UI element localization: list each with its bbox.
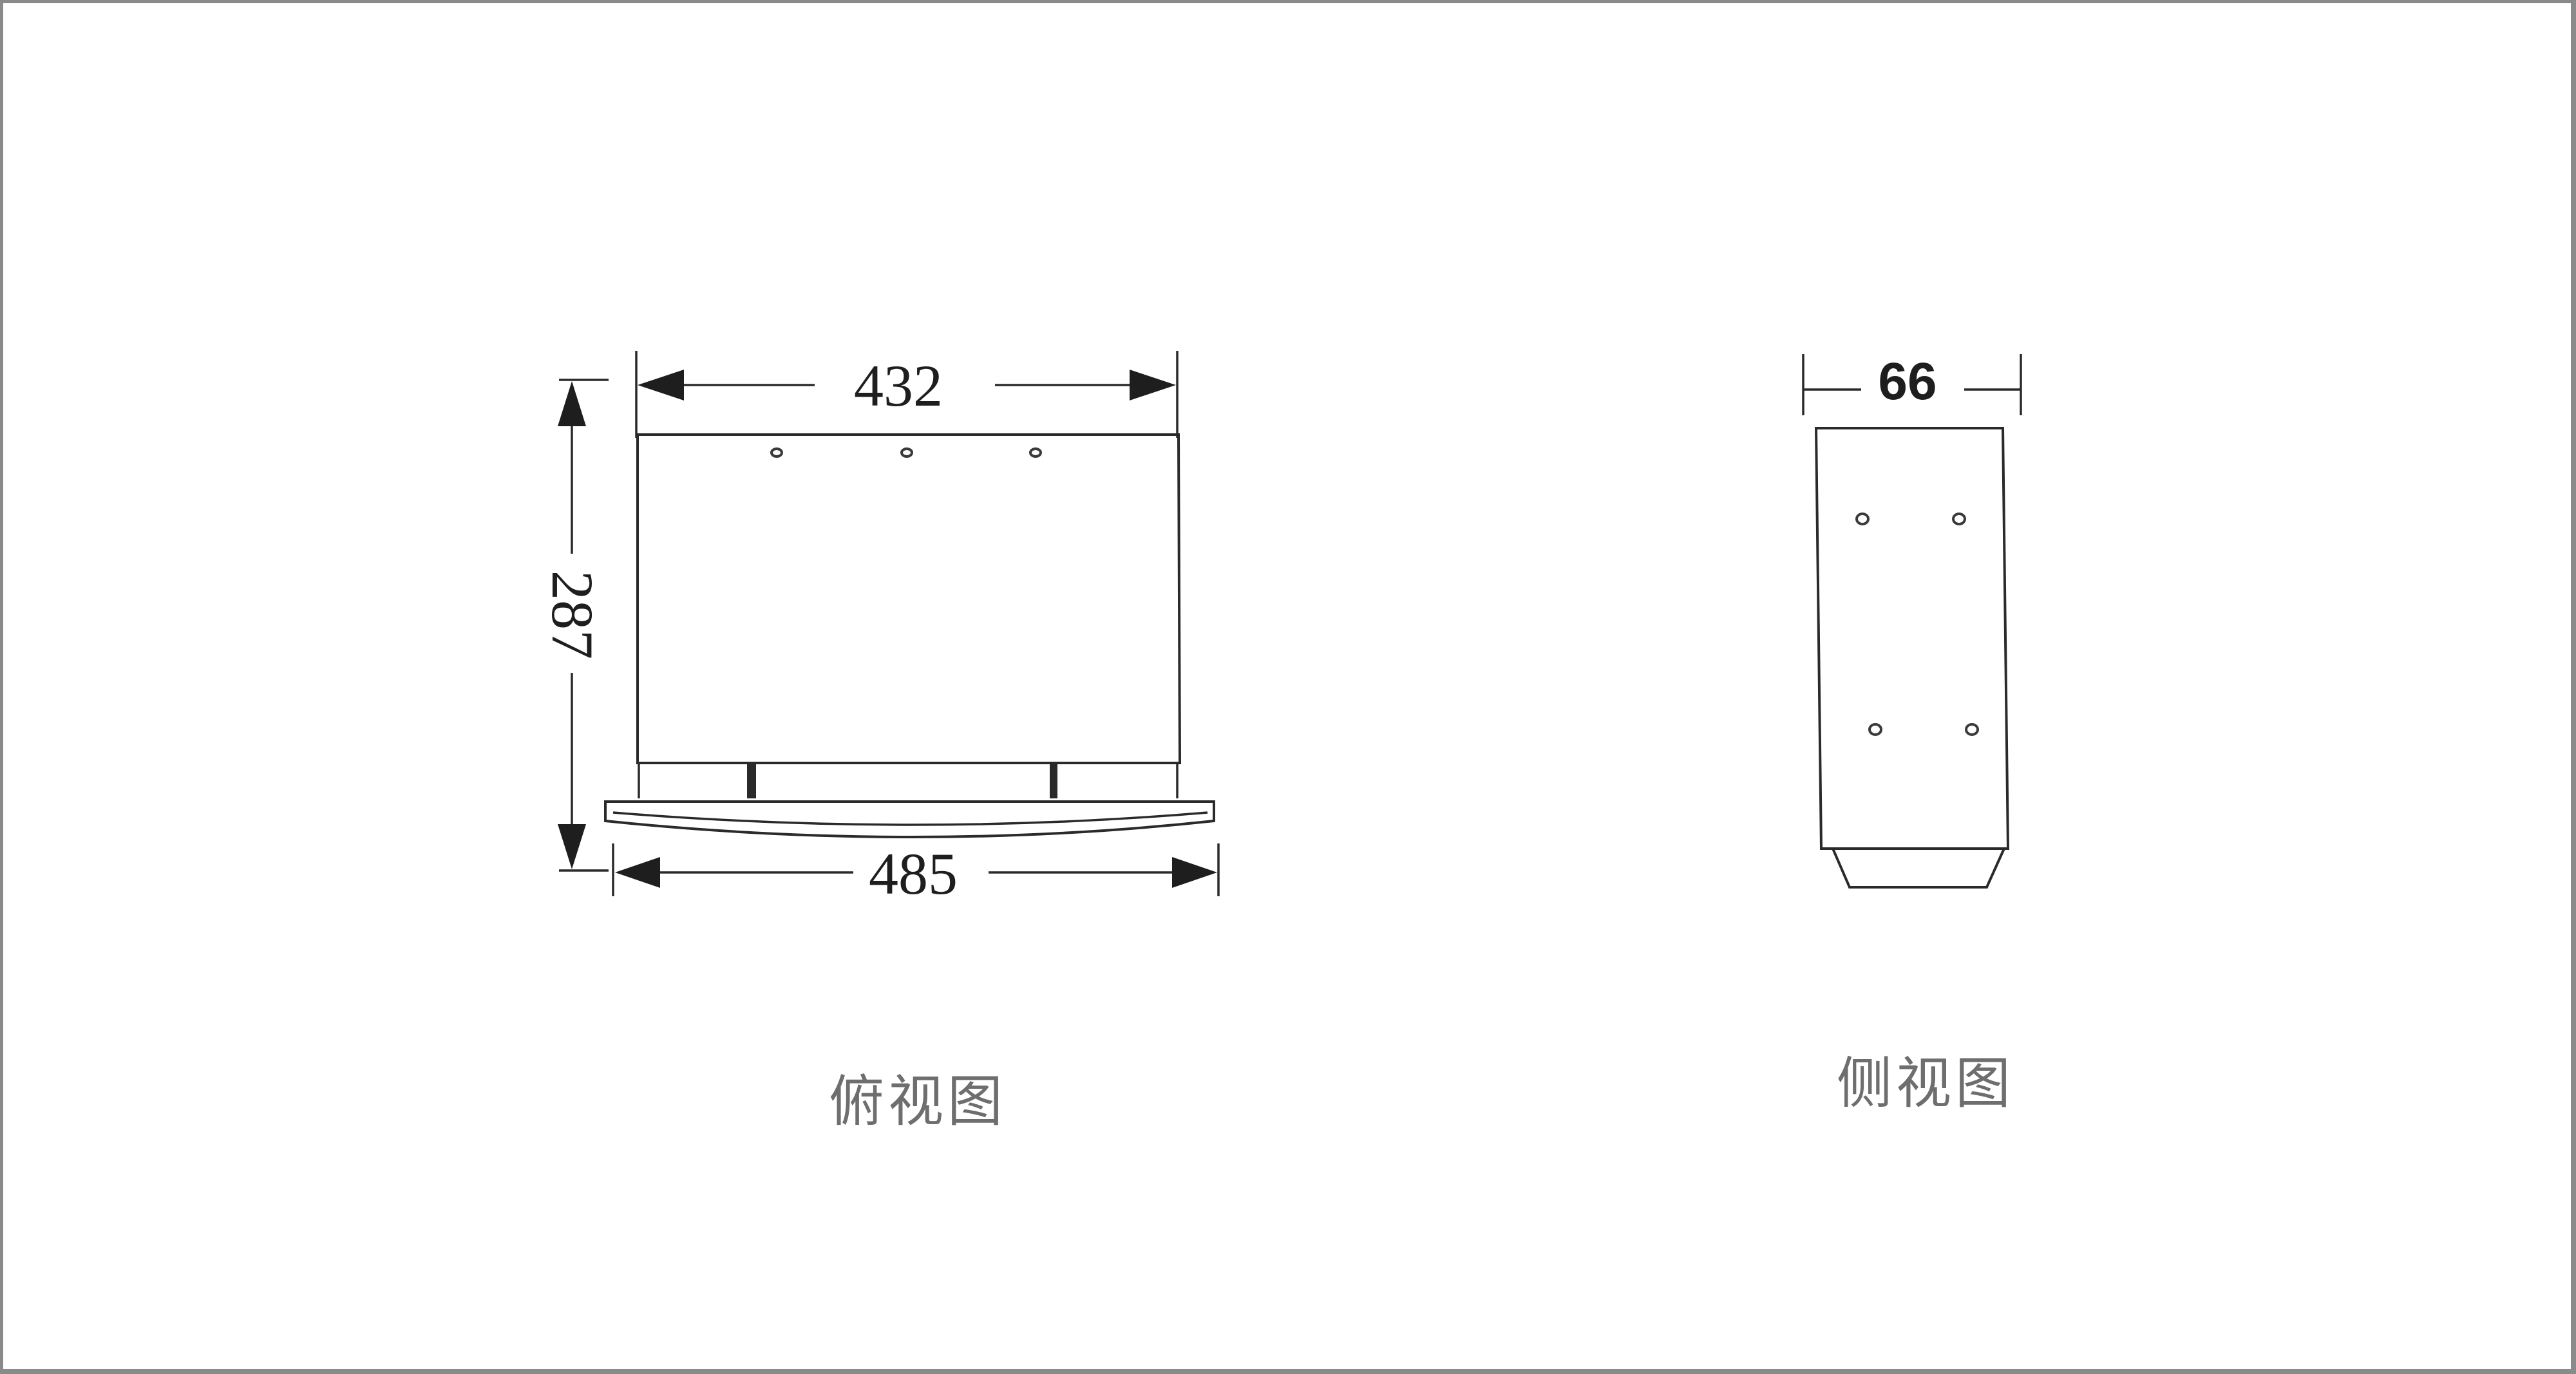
dim-287-arrow-top bbox=[558, 381, 586, 426]
side-view-hole-3 bbox=[1868, 723, 1882, 736]
side-view-caption: 侧视图 bbox=[1837, 1051, 2014, 1116]
dim-287-label: 287 bbox=[540, 570, 605, 659]
top-view-stub-3 bbox=[1050, 763, 1057, 798]
dim-432-arrow-left bbox=[638, 370, 684, 400]
top-view-base-tray bbox=[604, 800, 1215, 838]
side-view-hole-1 bbox=[1855, 513, 1870, 525]
top-view-plate bbox=[636, 433, 1182, 764]
top-view-caption: 俯视图 bbox=[829, 1069, 1007, 1134]
top-view-hole-1 bbox=[770, 447, 783, 458]
dim-485-arrow-left bbox=[615, 857, 660, 888]
dim-485-label: 485 bbox=[869, 841, 958, 907]
dim-485-arrow-right bbox=[1172, 857, 1217, 888]
dim-66-label: 66 bbox=[1878, 352, 1937, 411]
side-view: 66 侧视图 bbox=[1802, 352, 2022, 1116]
side-view-hole-2 bbox=[1952, 513, 1966, 525]
top-view-hole-2 bbox=[900, 447, 913, 458]
dim-432-arrow-right bbox=[1130, 370, 1176, 400]
top-view-stub-2 bbox=[747, 763, 756, 798]
side-view-body bbox=[1814, 427, 2010, 850]
dim-432-label: 432 bbox=[854, 353, 943, 419]
dim-287-arrow-bottom bbox=[558, 824, 586, 869]
top-view: 432 287 485 俯视图 bbox=[540, 351, 1220, 1134]
side-view-hole-4 bbox=[1965, 723, 1979, 736]
top-view-base-tray-curve bbox=[612, 811, 1208, 826]
side-view-foot bbox=[1830, 847, 2007, 889]
top-view-hole-3 bbox=[1029, 447, 1042, 458]
